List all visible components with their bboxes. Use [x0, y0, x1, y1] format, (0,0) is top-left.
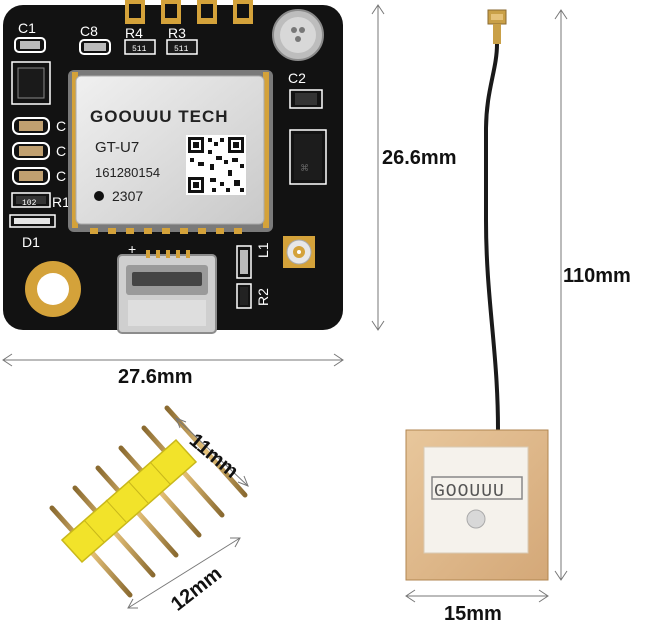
- eeprom-chip: ⌘: [289, 129, 327, 185]
- cable-length-label: 110mm: [563, 265, 631, 287]
- board-width-label: 27.6mm: [118, 366, 193, 388]
- silk-r4: R4: [125, 25, 143, 41]
- silk-c1: C1: [18, 20, 36, 36]
- gps-antenna: GOOUUU: [405, 9, 549, 581]
- mounting-hole: [25, 261, 81, 317]
- silk-r1: R1: [52, 194, 70, 210]
- silk-c8: C8: [80, 23, 98, 39]
- gps-module: GOOUUU TECH GT-U7 161280154 2307: [68, 70, 273, 234]
- svg-text:⌘: ⌘: [300, 163, 310, 172]
- silk-l1: L1: [255, 242, 271, 258]
- antenna-dimension-lines: [405, 9, 568, 603]
- patch-element: [423, 446, 529, 554]
- silk-d1: D1: [22, 234, 40, 250]
- silkscreen-labels: C1 C8 R4 R3 C2 C C C R1 D1 L1 R2 +: [18, 20, 306, 306]
- module-batch: 2307: [112, 188, 143, 204]
- micro-usb-port: [117, 250, 217, 334]
- silk-r3: R3: [168, 25, 186, 41]
- gps-board: C1 C8 R4 R3 C2 C C C R1 D1 L1 R2 + 511 5…: [3, 0, 343, 334]
- antenna-cable: [484, 43, 500, 431]
- silk-c2: C2: [288, 70, 306, 86]
- patch-logo: GOOUUU: [434, 482, 505, 502]
- left-components: [9, 37, 323, 228]
- silk-plus: +: [128, 241, 136, 257]
- resistor-code-r1: 102: [22, 199, 37, 208]
- resistor-codes: 511 511 102: [22, 45, 189, 208]
- silk-c-c: C: [56, 168, 66, 184]
- header-plastic: [60, 438, 198, 564]
- backup-battery: [272, 9, 324, 61]
- top-header-pads: [125, 0, 253, 24]
- patch-width-label: 15mm: [444, 603, 502, 625]
- pin-dimension-lines: [127, 417, 249, 609]
- silk-c-b: C: [56, 143, 66, 159]
- ipex-connector: [283, 236, 315, 268]
- qr-code: [186, 135, 246, 195]
- pin-header: [49, 405, 248, 598]
- resistor-code-r3: 511: [174, 45, 189, 54]
- module-serial: 161280154: [95, 165, 160, 180]
- module-brand: GOOUUU TECH: [90, 107, 229, 126]
- module-model: GT-U7: [95, 139, 139, 156]
- l1-r2-parts: [236, 245, 252, 309]
- silk-c-a: C: [56, 118, 66, 134]
- board-dimension-lines: [2, 4, 385, 367]
- silk-r2: R2: [255, 288, 271, 306]
- feed-point: [466, 509, 486, 529]
- pin1-dot: [94, 191, 104, 201]
- board-height-label: 26.6mm: [382, 147, 457, 169]
- resistor-code-r4: 511: [132, 45, 147, 54]
